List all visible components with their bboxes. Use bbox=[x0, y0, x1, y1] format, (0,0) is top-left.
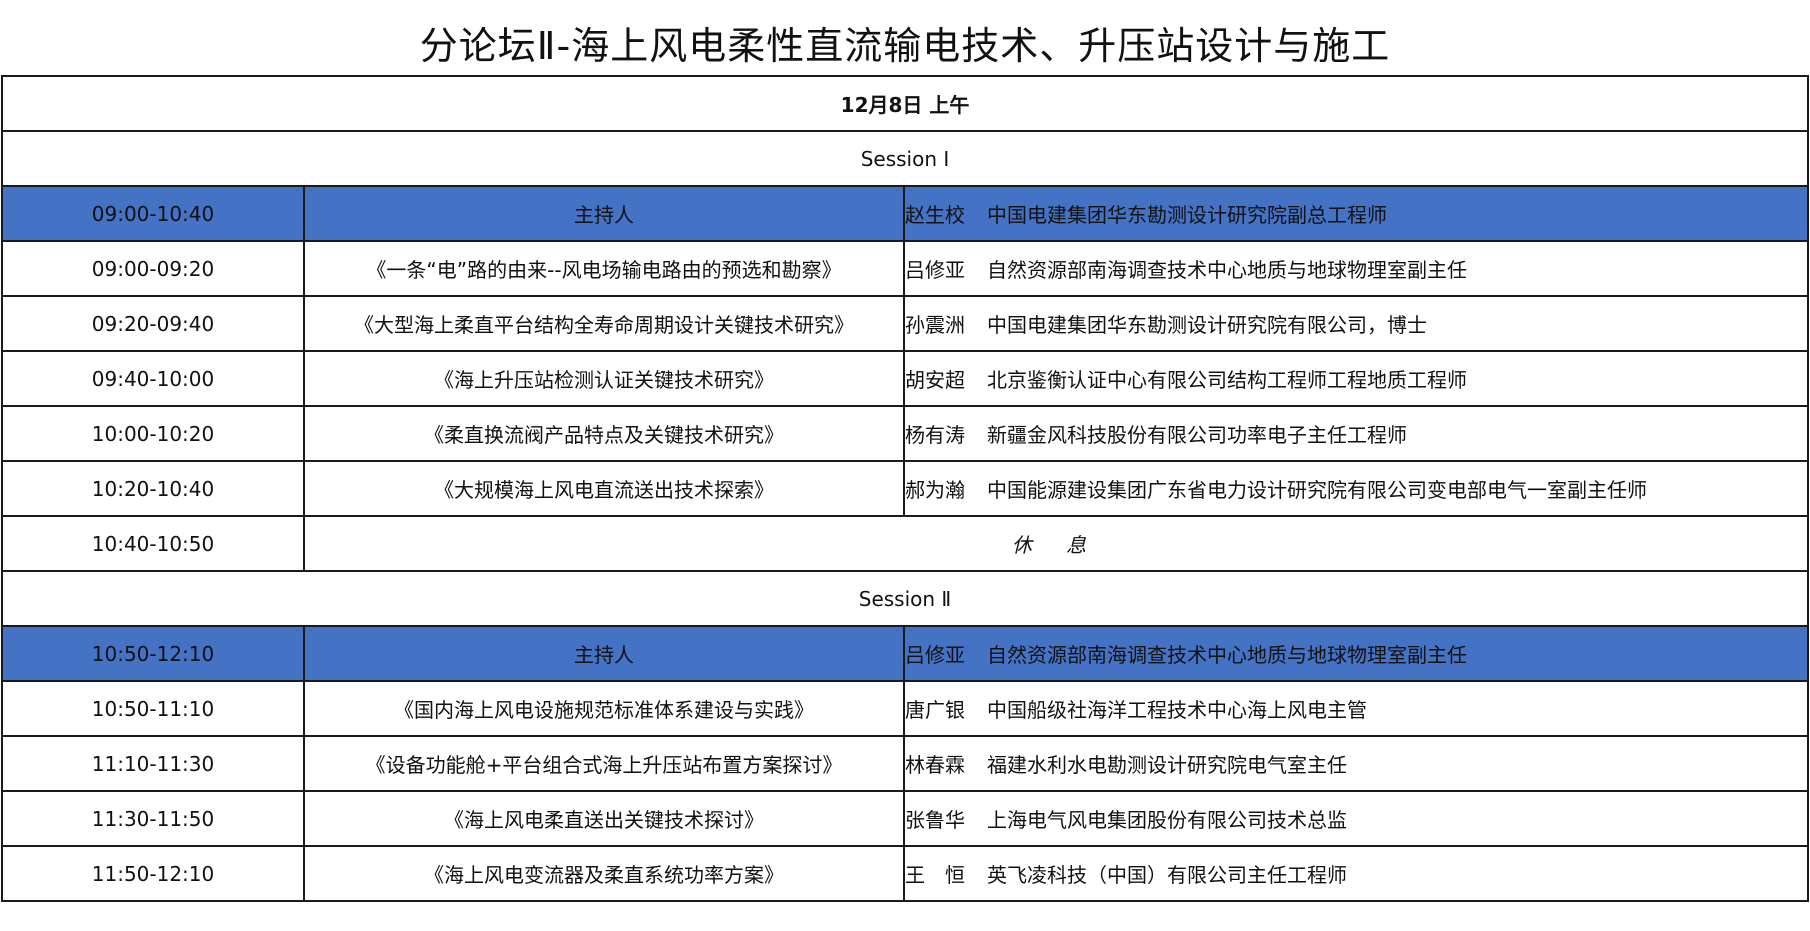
speaker-affiliation: 新疆金风科技股份有限公司功率电子主任工程师 bbox=[987, 423, 1407, 447]
speaker-affiliation: 中国能源建设集团广东省电力设计研究院有限公司变电部电气一室副主任师 bbox=[987, 478, 1647, 502]
talk-time: 09:40-10:00 bbox=[1, 350, 305, 407]
speaker-affiliation: 自然资源部南海调查技术中心地质与地球物理室副主任 bbox=[987, 643, 1467, 667]
talk-speaker: 林春霖福建水利水电勘测设计研究院电气室主任 bbox=[902, 735, 1810, 792]
speaker-affiliation: 自然资源部南海调查技术中心地质与地球物理室副主任 bbox=[987, 258, 1467, 282]
break-label: 休 息 bbox=[302, 515, 1810, 572]
talk-topic: 《海上风电变流器及柔直系统功率方案》 bbox=[303, 845, 905, 902]
date-row: 12月8日 上午 bbox=[0, 75, 1810, 132]
talk-speaker: 杨有涛新疆金风科技股份有限公司功率电子主任工程师 bbox=[902, 405, 1810, 462]
talk-time: 09:20-09:40 bbox=[1, 295, 305, 352]
talk-time: 09:00-09:20 bbox=[1, 240, 305, 297]
host-label: 主持人 bbox=[303, 185, 905, 242]
host-speaker: 吕修亚自然资源部南海调查技术中心地质与地球物理室副主任 bbox=[902, 625, 1810, 682]
speaker-name: 唐广银 bbox=[905, 698, 965, 722]
host-row: 10:50-12:10 主持人 吕修亚自然资源部南海调查技术中心地质与地球物理室… bbox=[1, 625, 1810, 682]
talk-time: 10:00-10:20 bbox=[1, 405, 305, 462]
speaker-name: 林春霖 bbox=[905, 753, 965, 777]
speaker-name: 王 恒 bbox=[905, 863, 965, 887]
talk-time: 11:50-12:10 bbox=[1, 845, 305, 902]
talk-row: 11:30-11:50 《海上风电柔直送出关键技术探讨》 张鲁华上海电气风电集团… bbox=[1, 790, 1810, 847]
host-speaker: 赵生校中国电建集团华东勘测设计研究院副总工程师 bbox=[902, 185, 1810, 242]
talk-speaker: 张鲁华上海电气风电集团股份有限公司技术总监 bbox=[902, 790, 1810, 847]
host-time: 10:50-12:10 bbox=[1, 625, 305, 682]
break-row: 10:40-10:50 休 息 bbox=[1, 515, 1810, 572]
talk-speaker: 胡安超北京鉴衡认证中心有限公司结构工程师工程地质工程师 bbox=[902, 350, 1810, 407]
speaker-affiliation: 福建水利水电勘测设计研究院电气室主任 bbox=[987, 753, 1347, 777]
talk-topic: 《海上升压站检测认证关键技术研究》 bbox=[303, 350, 905, 407]
session-row: Session Ⅰ bbox=[0, 130, 1810, 187]
talk-topic: 《一条“电”路的由来--风电场输电路由的预选和勘察》 bbox=[303, 240, 905, 297]
talk-row: 11:10-11:30 《设备功能舱+平台组合式海上升压站布置方案探讨》 林春霖… bbox=[1, 735, 1810, 792]
talk-topic: 《国内海上风电设施规范标准体系建设与实践》 bbox=[303, 680, 905, 737]
speaker-name: 张鲁华 bbox=[905, 808, 965, 832]
host-row: 09:00-10:40 主持人 赵生校中国电建集团华东勘测设计研究院副总工程师 bbox=[1, 185, 1810, 242]
talk-row: 10:20-10:40 《大规模海上风电直流送出技术探索》 郝为瀚中国能源建设集… bbox=[1, 460, 1810, 517]
talk-row: 10:50-11:10 《国内海上风电设施规范标准体系建设与实践》 唐广银中国船… bbox=[1, 680, 1810, 737]
talk-topic: 《大型海上柔直平台结构全寿命周期设计关键技术研究》 bbox=[303, 295, 905, 352]
session-row: Session Ⅱ bbox=[0, 570, 1810, 627]
page-title: 分论坛Ⅱ-海上风电柔性直流输电技术、升压站设计与施工 bbox=[419, 24, 1391, 68]
host-time: 09:00-10:40 bbox=[1, 185, 305, 242]
talk-speaker: 郝为瀚中国能源建设集团广东省电力设计研究院有限公司变电部电气一室副主任师 bbox=[902, 460, 1810, 517]
talk-row: 10:00-10:20 《柔直换流阀产品特点及关键技术研究》 杨有涛新疆金风科技… bbox=[1, 405, 1810, 462]
talk-speaker: 孙震洲中国电建集团华东勘测设计研究院有限公司，博士 bbox=[902, 295, 1810, 352]
talk-time: 10:50-11:10 bbox=[1, 680, 305, 737]
talk-topic: 《设备功能舱+平台组合式海上升压站布置方案探讨》 bbox=[303, 735, 905, 792]
speaker-name: 赵生校 bbox=[905, 203, 965, 227]
speaker-affiliation: 中国电建集团华东勘测设计研究院有限公司，博士 bbox=[987, 313, 1427, 337]
talk-row: 11:50-12:10 《海上风电变流器及柔直系统功率方案》 王 恒英飞凌科技（… bbox=[1, 845, 1810, 902]
speaker-affiliation: 北京鉴衡认证中心有限公司结构工程师工程地质工程师 bbox=[987, 368, 1467, 392]
talk-topic: 《大规模海上风电直流送出技术探索》 bbox=[303, 460, 905, 517]
talk-row: 09:40-10:00 《海上升压站检测认证关键技术研究》 胡安超北京鉴衡认证中… bbox=[1, 350, 1810, 407]
talk-row: 09:00-09:20 《一条“电”路的由来--风电场输电路由的预选和勘察》 吕… bbox=[1, 240, 1810, 297]
talk-speaker: 唐广银中国船级社海洋工程技术中心海上风电主管 bbox=[902, 680, 1810, 737]
speaker-affiliation: 中国电建集团华东勘测设计研究院副总工程师 bbox=[987, 203, 1387, 227]
speaker-name: 杨有涛 bbox=[905, 423, 965, 447]
host-label: 主持人 bbox=[303, 625, 905, 682]
talk-topic: 《海上风电柔直送出关键技术探讨》 bbox=[303, 790, 905, 847]
speaker-name: 胡安超 bbox=[905, 368, 965, 392]
session-label: Session Ⅱ bbox=[0, 570, 1810, 627]
session-label: Session Ⅰ bbox=[0, 130, 1810, 187]
speaker-affiliation: 中国船级社海洋工程技术中心海上风电主管 bbox=[987, 698, 1367, 722]
talk-speaker: 吕修亚自然资源部南海调查技术中心地质与地球物理室副主任 bbox=[902, 240, 1810, 297]
speaker-name: 孙震洲 bbox=[905, 313, 965, 337]
speaker-name: 吕修亚 bbox=[905, 258, 965, 282]
talk-row: 09:20-09:40 《大型海上柔直平台结构全寿命周期设计关键技术研究》 孙震… bbox=[1, 295, 1810, 352]
date-header: 12月8日 上午 bbox=[0, 75, 1810, 132]
talk-time: 10:20-10:40 bbox=[1, 460, 305, 517]
speaker-name: 吕修亚 bbox=[905, 643, 965, 667]
agenda-table: 12月8日 上午 Session Ⅰ 09:00-10:40 主持人 赵生校中国… bbox=[0, 75, 1810, 902]
talk-speaker: 王 恒英飞凌科技（中国）有限公司主任工程师 bbox=[902, 845, 1810, 902]
talk-time: 11:30-11:50 bbox=[1, 790, 305, 847]
speaker-name: 郝为瀚 bbox=[905, 478, 965, 502]
break-time: 10:40-10:50 bbox=[1, 515, 305, 572]
speaker-affiliation: 上海电气风电集团股份有限公司技术总监 bbox=[987, 808, 1347, 832]
talk-time: 11:10-11:30 bbox=[1, 735, 305, 792]
speaker-affiliation: 英飞凌科技（中国）有限公司主任工程师 bbox=[987, 863, 1347, 887]
talk-topic: 《柔直换流阀产品特点及关键技术研究》 bbox=[303, 405, 905, 462]
